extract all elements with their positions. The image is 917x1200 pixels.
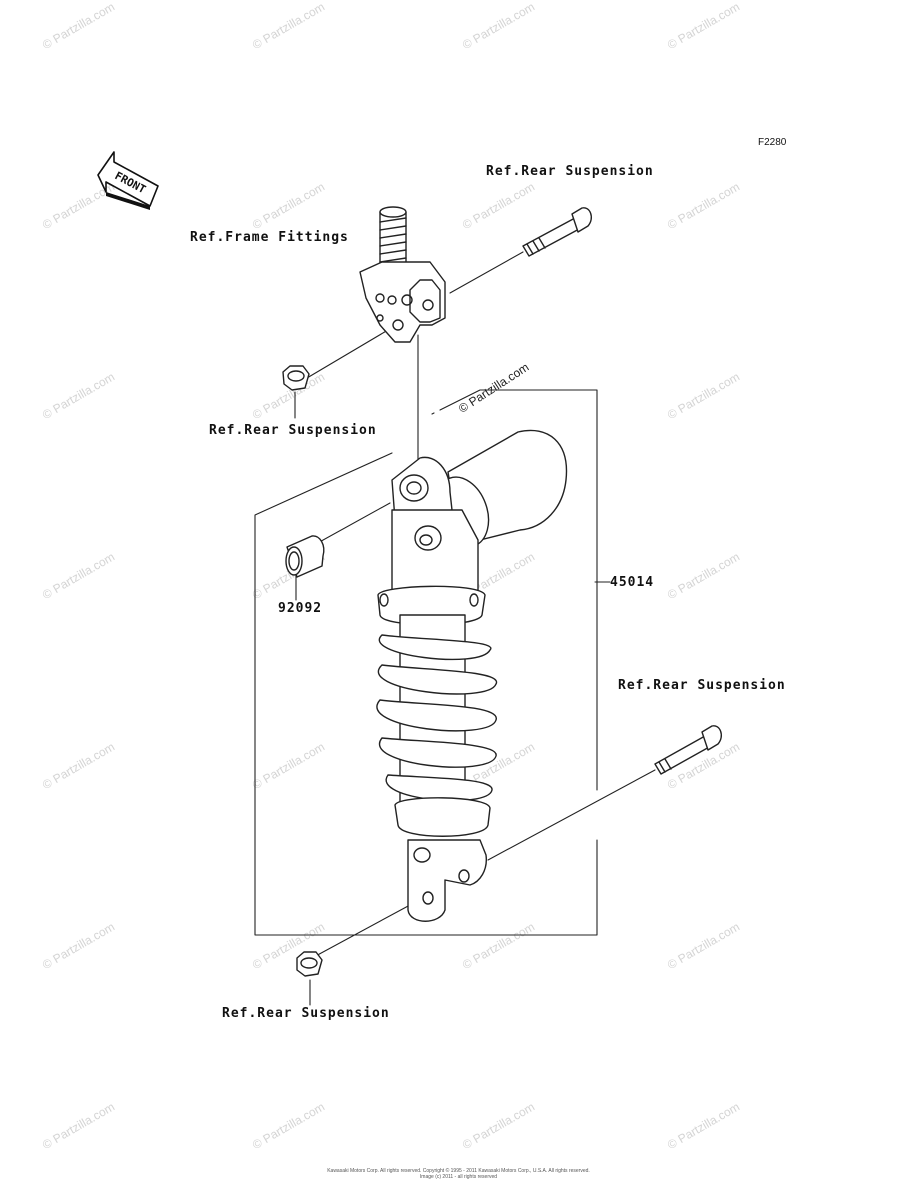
footer-line-2: Image (c) 2011 - all rights reserved bbox=[419, 1174, 498, 1180]
label-part-92092[interactable]: 92092 bbox=[278, 601, 323, 616]
leader-lines bbox=[294, 251, 656, 1006]
bottom-nut bbox=[296, 951, 323, 977]
front-arrow-icon: FRONT bbox=[97, 151, 159, 210]
assembly-outline bbox=[254, 389, 598, 936]
label-ref-rear-suspension-bottom[interactable]: Ref.Rear Suspension bbox=[222, 1006, 390, 1021]
top-bolt bbox=[522, 207, 592, 257]
diagram-code: F2280 bbox=[758, 137, 787, 148]
label-ref-rear-suspension-left[interactable]: Ref.Rear Suspension bbox=[209, 423, 377, 438]
bottom-bolt bbox=[654, 725, 722, 775]
copyright-footer: Kawasaki Motors Corp. All rights reserve… bbox=[300, 1168, 617, 1180]
footer-line-1: Kawasaki Motors Corp. All rights reserve… bbox=[327, 1168, 590, 1174]
frame-fitting bbox=[359, 206, 446, 343]
collar bbox=[285, 535, 325, 578]
shock-absorber bbox=[376, 429, 568, 922]
label-part-45014[interactable]: 45014 bbox=[610, 575, 655, 590]
label-ref-rear-suspension-top[interactable]: Ref.Rear Suspension bbox=[486, 164, 654, 179]
label-ref-rear-suspension-right[interactable]: Ref.Rear Suspension bbox=[618, 678, 786, 693]
label-ref-frame-fittings[interactable]: Ref.Frame Fittings bbox=[190, 230, 349, 245]
top-nut bbox=[282, 365, 310, 391]
